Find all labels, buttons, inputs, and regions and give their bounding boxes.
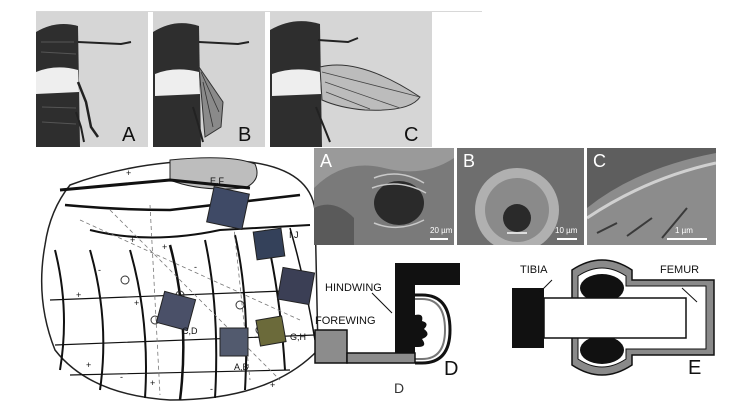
sem-scale-label-b: 10 µm [555,226,578,235]
fold-sign: + [270,380,276,390]
forewing-label: FOREWING [315,315,376,327]
sem-letter-c: C [593,151,606,171]
sem-texture-b [457,148,584,245]
sem-texture-c [587,148,716,245]
top-separator-line [36,11,482,12]
fold-sign: + [86,360,92,370]
fold-sign: - [120,372,123,382]
wing-label-cd: C,D [182,326,198,336]
wing-label-ij: I,J [289,230,299,240]
beetle-illustration-c [270,12,432,147]
schematic-d-svg [314,263,460,365]
fold-sign: - [98,265,101,275]
sem-scale-bar-c [667,238,707,240]
fold-sign: - [210,384,213,394]
fold-sign: + [162,242,168,252]
schematic-e-svg [512,259,715,376]
fold-sign: - [194,262,197,272]
sem-panel-a: A 20 µm [314,148,454,245]
beetle-photo-a: A [36,12,148,147]
beetle-photo-b: B [153,12,265,147]
schematic-letter-e: E [688,357,702,379]
sem-panel-b: B 10 µm [457,148,584,245]
fold-sign: + [76,290,82,300]
panel-letter-b: B [238,124,252,146]
hindwing-label: HINDWING [325,282,382,294]
sem-texture-a [314,148,454,245]
fold-sign: + [130,235,136,245]
schematic-d: HINDWING FOREWING D D [310,255,470,405]
beetle-illustration-b [153,12,265,147]
beetle-illustration-a [36,12,148,147]
sem-scale-bar-a [430,238,448,240]
tibia-label: TIBIA [520,264,548,276]
sem-letter-a: A [320,151,333,171]
schematic-letter-d: D [444,358,459,380]
wing-diagram: E,F I,J C,D A,B G,H + + + + + + + + - - … [30,150,320,408]
schematic-e: TIBIA FEMUR E [492,250,722,408]
fold-sign: + [126,168,132,178]
sem-scale-label-c: 1 µm [675,226,693,235]
sem-scale-label-a: 20 µm [430,226,453,235]
fold-sign: + [134,298,140,308]
fold-sign: + [150,378,156,388]
panel-letter-c: C [404,124,419,146]
wing-label-ab: A,B [234,362,249,372]
wing-diagram-svg [40,157,319,401]
sem-panel-c: C 1 µm [587,148,716,245]
panel-letter-a: A [122,124,136,146]
sem-scale-bar-b [557,238,577,240]
beetle-photo-c: C [270,12,432,147]
schematic-letter-d-bottom: D [394,380,405,396]
femur-label: FEMUR [660,264,700,276]
sem-letter-b: B [463,151,476,171]
wing-label-ef: E,F [210,176,225,186]
wing-label-gh: G,H [290,332,307,342]
